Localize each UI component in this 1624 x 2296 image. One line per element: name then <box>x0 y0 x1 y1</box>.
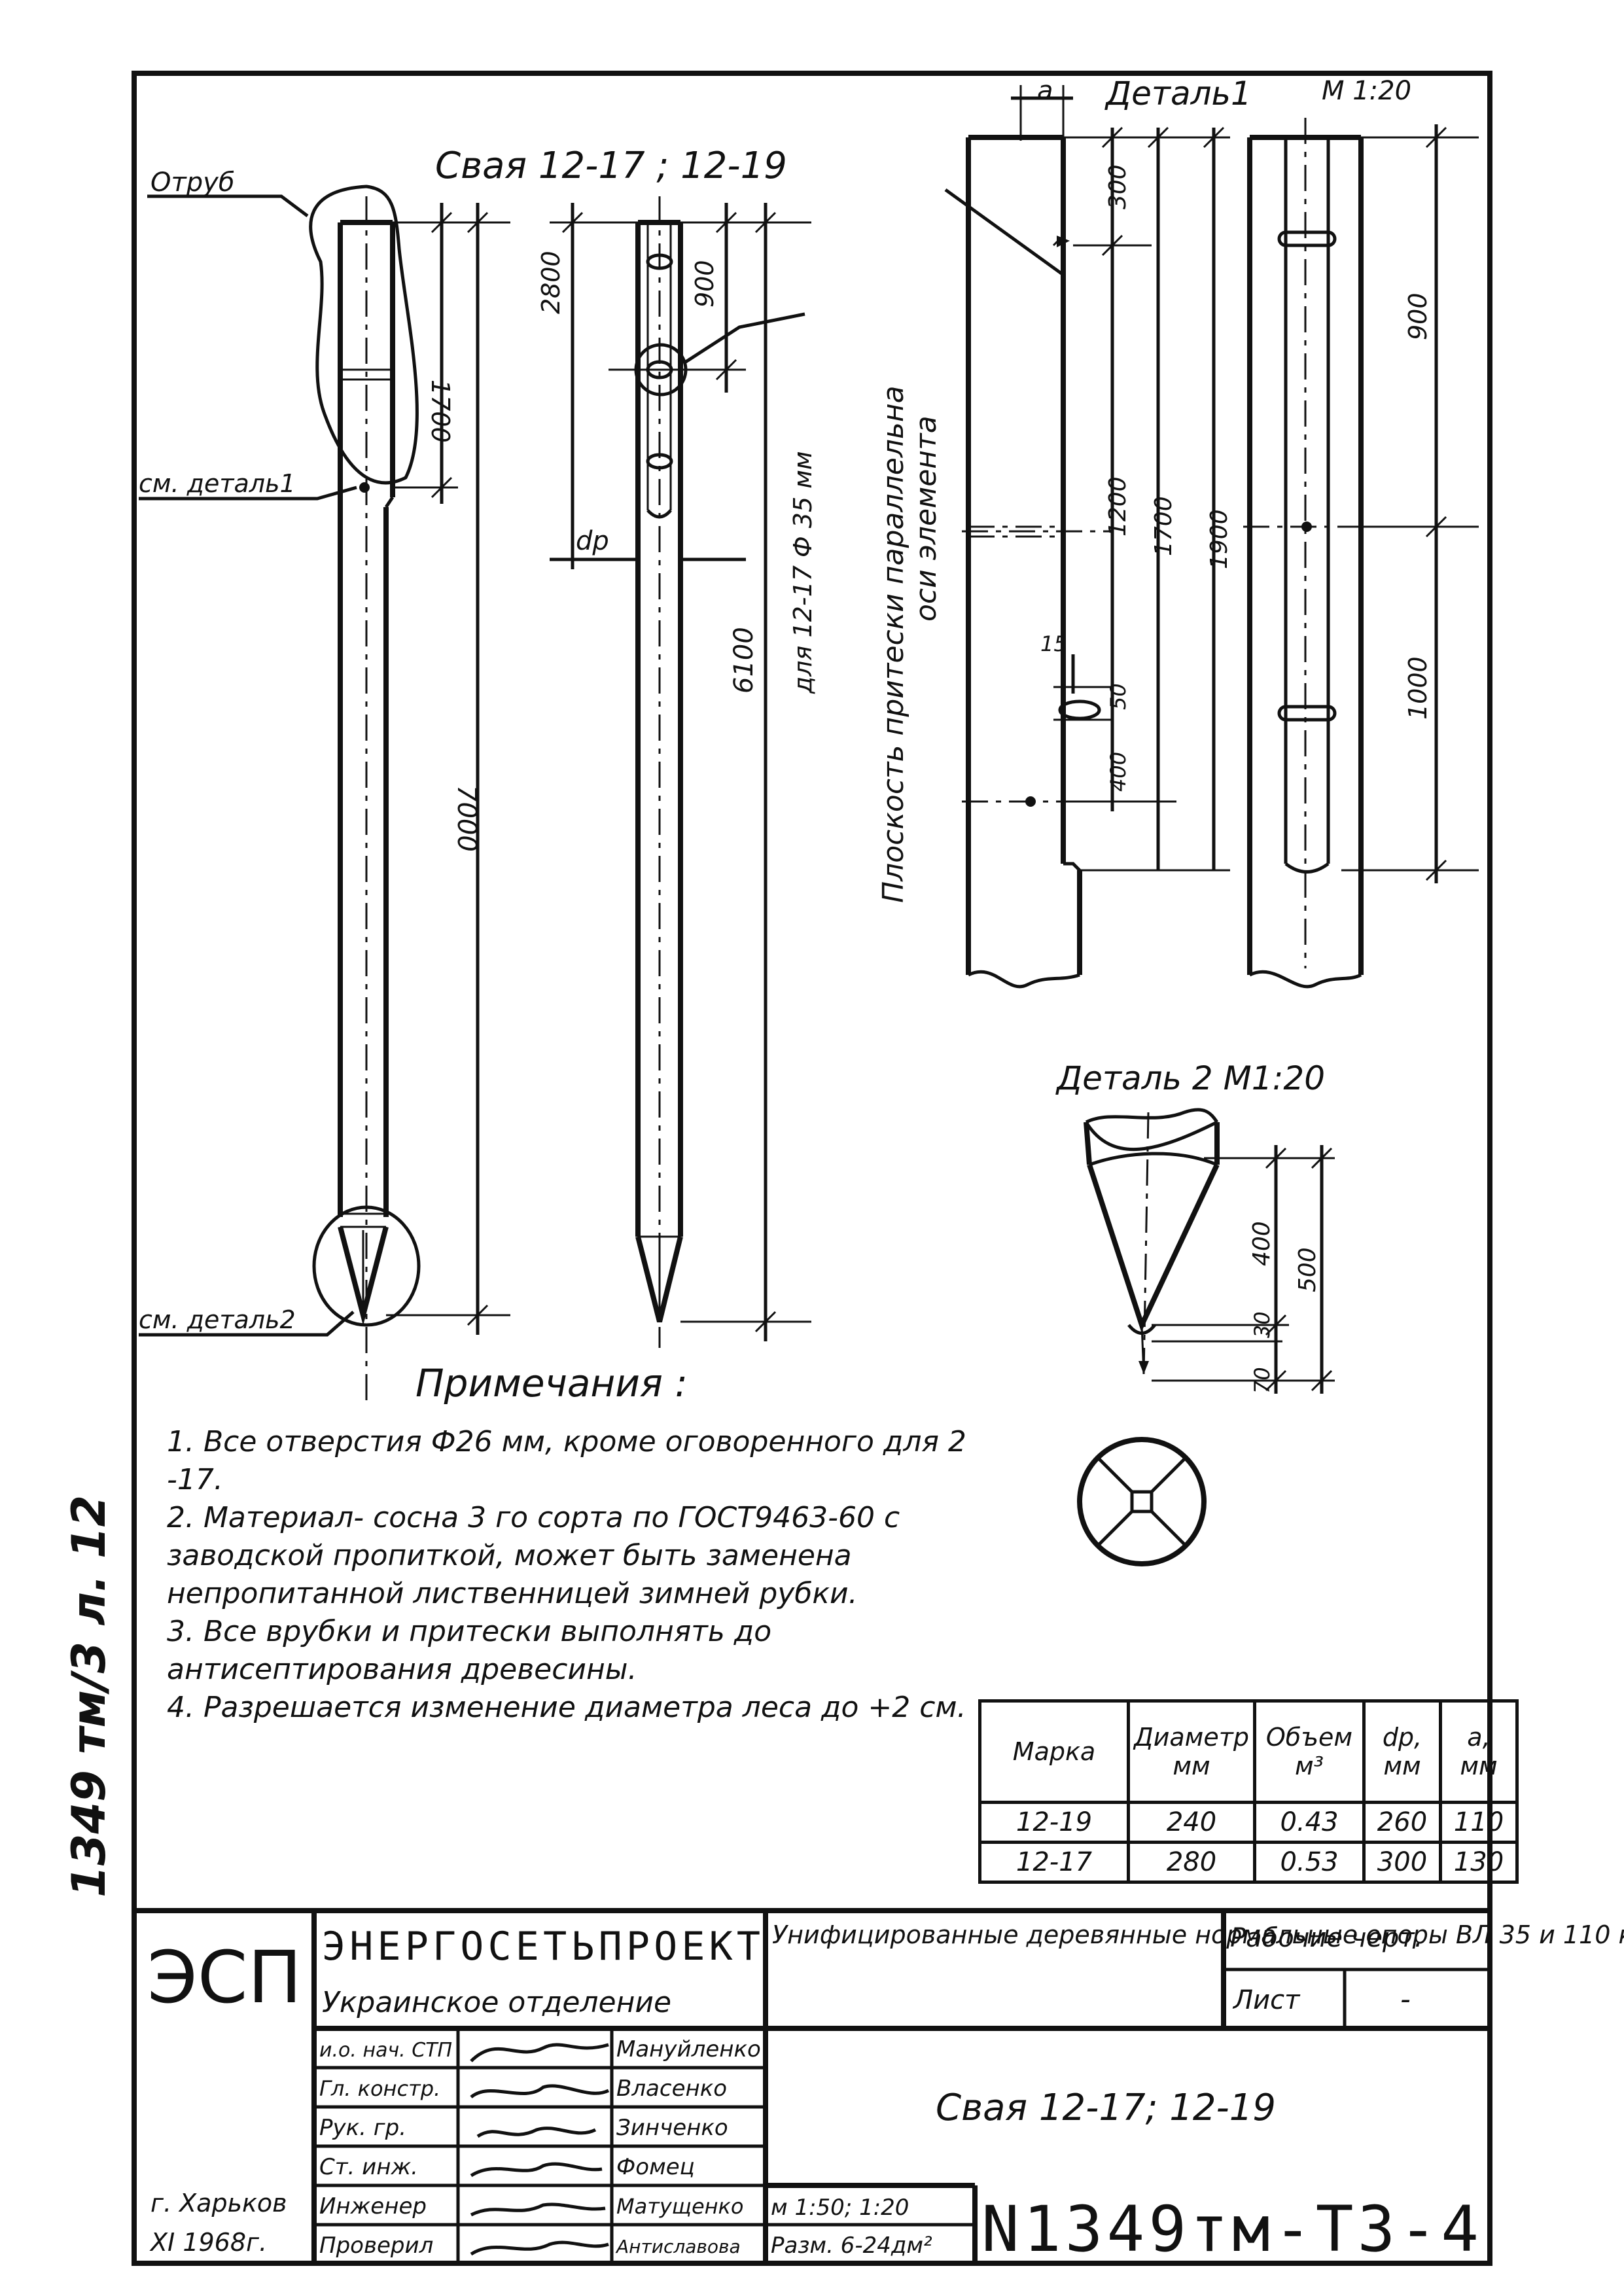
notes-title: Примечания : <box>415 1361 688 1405</box>
d2-dim-70: 70 <box>1250 1367 1275 1394</box>
table-row: 12-19 240 0.43 260 110 <box>978 1801 1519 1844</box>
col-dp: dp, мм <box>1362 1699 1442 1804</box>
plane-note-1: Плоскость притески параллельна <box>877 385 910 903</box>
tb-role-2: Гл. констр. <box>319 2076 440 2101</box>
tb-logo: ЭСП <box>147 1935 302 2019</box>
pile-front-view <box>309 185 421 1400</box>
cell: 0.53 <box>1252 1841 1366 1884</box>
d1-dim-50: 50 <box>1106 683 1131 710</box>
cell: 300 <box>1362 1841 1442 1884</box>
tb-role-4: Ст. инж. <box>319 2154 418 2180</box>
tb-size: Разм. 6-24дм² <box>771 2233 932 2259</box>
tb-project: Унифицированные деревянные нормальные оп… <box>772 1920 1624 1949</box>
title-block-grid <box>134 1908 1490 2263</box>
dim-7000: 7000 <box>451 785 482 852</box>
tb-name-2: Власенко <box>616 2075 727 2102</box>
d2-dim-500: 500 <box>1294 1247 1321 1292</box>
note-4: 4. Разрешается изменение диаметра леса д… <box>167 1691 966 1724</box>
tb-stage: Рабочие черт. <box>1230 1923 1422 1953</box>
d1-dim-1900: 1900 <box>1206 509 1233 569</box>
note-1: 1. Все отверстия Ф26 мм, кроме оговоренн… <box>167 1425 966 1496</box>
label-see-detail1: см. деталь1 <box>139 469 296 498</box>
detail1-title: Деталь1 <box>1104 75 1252 113</box>
table-row: 12-17 280 0.53 300 130 <box>978 1841 1519 1884</box>
pile1-dimensions <box>386 203 510 1335</box>
pile2-dimensions <box>550 203 811 1341</box>
tb-name-5: Матущенко <box>616 2194 743 2219</box>
d1-dim-300: 300 <box>1104 164 1131 209</box>
tb-org: ЭНЕРГОСЕТЬПРОЕКТ <box>322 1924 760 1969</box>
tb-name-4: Фомец <box>616 2154 695 2180</box>
tb-role-3: Рук. гр. <box>319 2115 406 2141</box>
tb-role-6: Проверил <box>319 2233 433 2259</box>
tb-dept: Украинское отделение <box>322 1986 671 2019</box>
note-3: 3. Все врубки и притески выполнять до ан… <box>167 1615 772 1686</box>
sheet-frame <box>132 71 1492 2266</box>
cell: 110 <box>1438 1801 1519 1844</box>
cell: 0.43 <box>1252 1801 1366 1844</box>
detail1-front-dims <box>1011 85 1230 872</box>
dim-2800: 2800 <box>537 251 565 314</box>
margin-note: 1349 тм/3 л. 12 <box>62 1495 116 1898</box>
dim-1700: 1700 <box>426 380 455 443</box>
label-otrub: Отруб <box>150 168 235 198</box>
tb-role-5: Инженер <box>319 2193 427 2219</box>
cell: 280 <box>1127 1841 1256 1884</box>
tb-name-1: Мануйленко <box>616 2036 761 2062</box>
tb-role-1: и.о. нач. СТП <box>319 2039 452 2062</box>
detail1-a-label: a <box>1037 76 1053 106</box>
note-2: 2. Материал- сосна 3 го сорта по ГОСТ946… <box>167 1501 900 1610</box>
tb-city: г. Харьков <box>150 2189 287 2217</box>
tb-drawing-name: Свая 12-17; 12-19 <box>936 2087 1276 2129</box>
tb-name-6: Антиславова <box>615 2236 741 2257</box>
detail1-scale: М 1:20 <box>1322 76 1411 106</box>
cell: 260 <box>1362 1801 1442 1844</box>
label-dp: dp <box>576 526 609 556</box>
spec-table-header: Марка Диаметр мм Объем м³ dp, мм a, мм <box>978 1699 1519 1804</box>
tb-scale: м 1:50; 1:20 <box>771 2195 909 2221</box>
plane-note-2: оси элемента <box>909 415 943 622</box>
drawing-title: Свая 12-17 ; 12-19 <box>435 145 787 187</box>
cell: 130 <box>1438 1841 1519 1884</box>
tb-number: N1349тм-Т3-4 <box>981 2193 1479 2266</box>
col-a: a, мм <box>1438 1699 1519 1804</box>
detail1-side <box>1243 118 1374 989</box>
detail2-dims <box>1152 1145 1335 1394</box>
tb-sheet-label: Лист <box>1232 1985 1301 2015</box>
col-volume: Объем м³ <box>1252 1699 1366 1804</box>
label-see-detail2: см. деталь2 <box>139 1305 296 1334</box>
detail1-front <box>962 135 1178 989</box>
detail2-view <box>1077 1108 1220 1566</box>
d1-dim-900: 900 <box>1403 292 1432 340</box>
tb-name-3: Зинченко <box>616 2115 728 2141</box>
col-diameter: Диаметр мм <box>1127 1699 1256 1804</box>
label-for-1217: для 12-17 Ф 35 мм <box>788 451 817 694</box>
notes-block: Примечания : 1. Все отверстия Ф26 мм, кр… <box>167 1364 1017 1727</box>
d2-dim-30: 30 <box>1250 1311 1275 1338</box>
tb-date: XI 1968г. <box>149 2228 267 2257</box>
detail2-title: Деталь 2 М1:20 <box>1055 1059 1325 1097</box>
dim-6100: 6100 <box>729 627 759 694</box>
dim-900: 900 <box>690 260 719 308</box>
cell: 12-19 <box>978 1801 1130 1844</box>
col-mark: Марка <box>978 1699 1130 1804</box>
d1-dim-1200: 1200 <box>1104 476 1131 537</box>
d1-dim-1700: 1700 <box>1150 496 1177 556</box>
detail1-side-dims <box>1341 124 1479 883</box>
d1-dim-15: 15 <box>1040 631 1067 656</box>
d1-dim-1000: 1000 <box>1403 656 1432 720</box>
spec-table: Марка Диаметр мм Объем м³ dp, мм a, мм 1… <box>978 1699 1519 1884</box>
signatures <box>470 2043 610 2256</box>
d1-dim-400: 400 <box>1106 752 1131 792</box>
d2-dim-400: 400 <box>1248 1221 1275 1266</box>
tb-sheet-value: - <box>1400 1983 1411 2016</box>
cell: 12-17 <box>978 1841 1130 1884</box>
cell: 240 <box>1127 1801 1256 1844</box>
